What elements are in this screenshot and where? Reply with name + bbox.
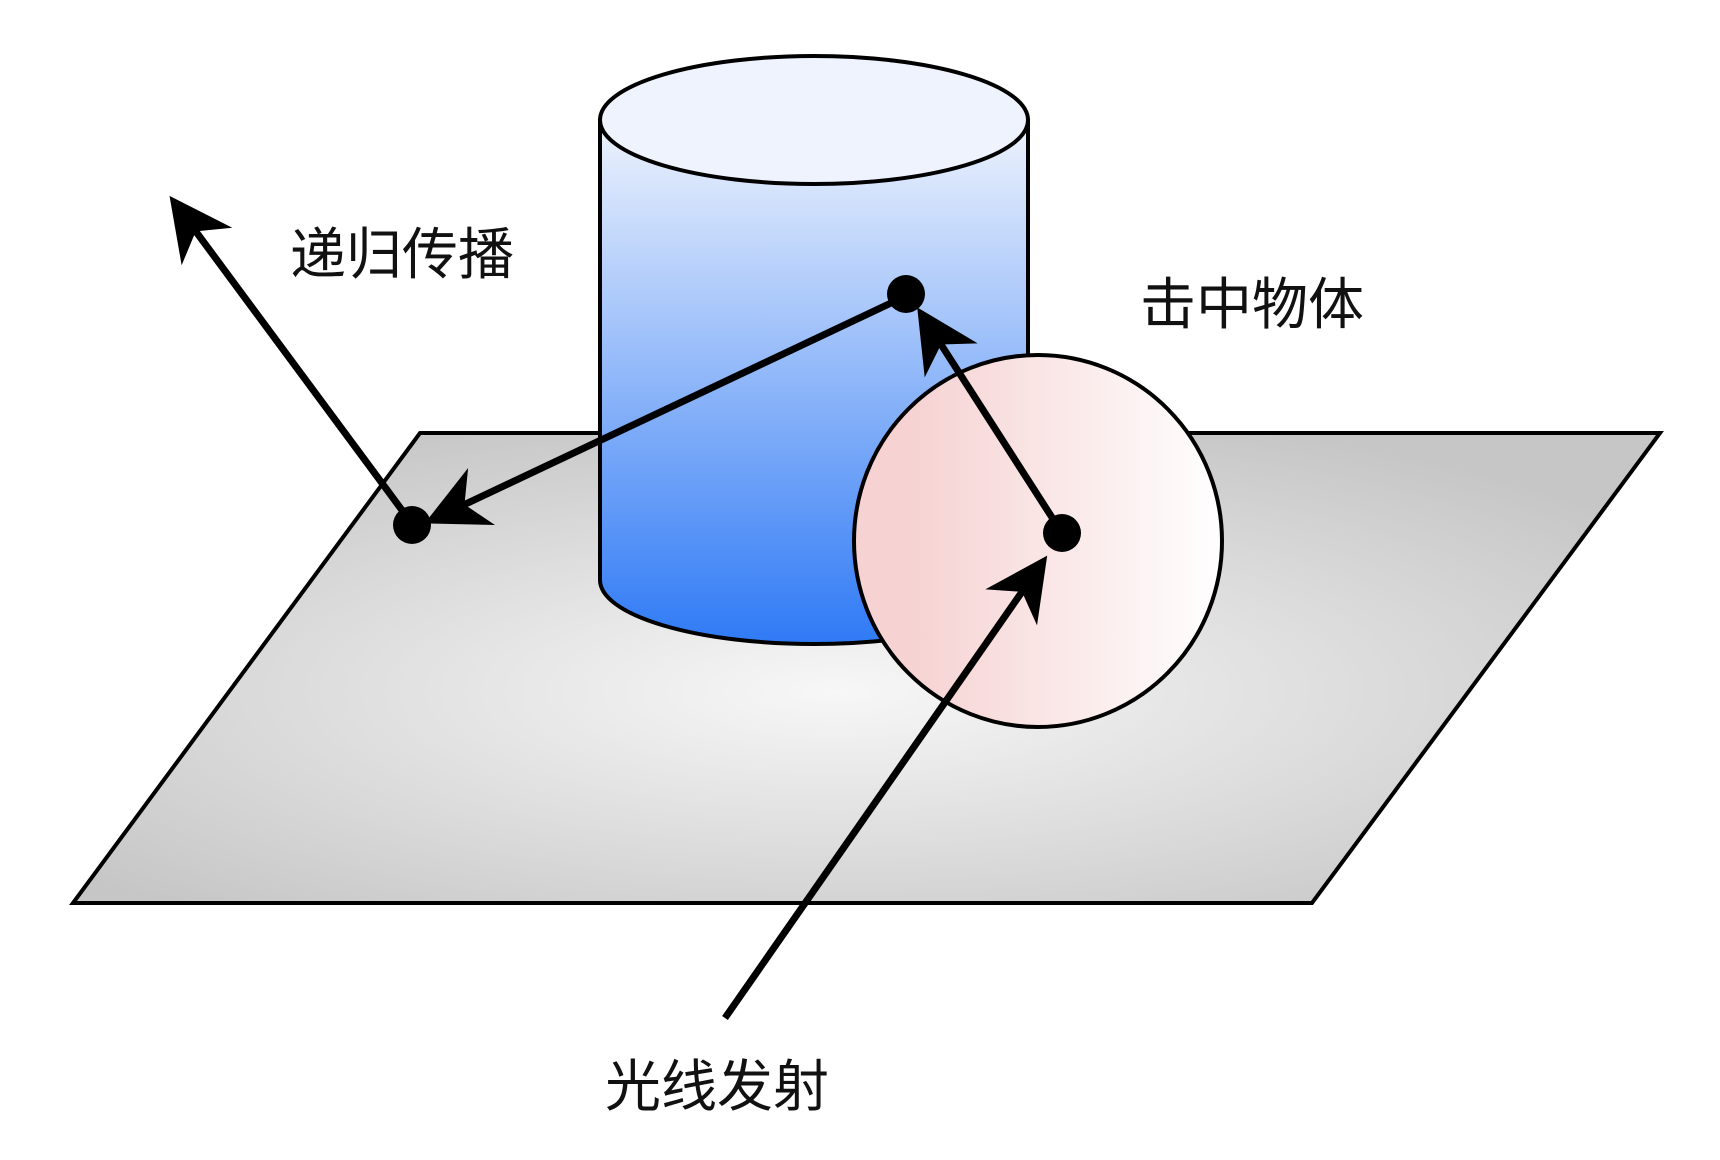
ground-plane: [69, 431, 1664, 905]
hit-point-plane: [393, 506, 431, 544]
ray-to-plane-arrow: [424, 292, 908, 525]
hit-object-label: 击中物体: [1140, 273, 1364, 338]
recursive-propagation-arrow: [169, 195, 413, 524]
ray-emission-arrow: [722, 555, 1048, 1021]
ray-emission-label: 光线发射: [605, 1055, 829, 1120]
sphere: [852, 353, 1224, 729]
ray-to-cylinder-arrow: [917, 307, 1065, 535]
hit-point-sphere: [1043, 514, 1081, 552]
cylinder-top: [598, 54, 1030, 186]
recursive-propagation-label: 递归传播: [290, 223, 514, 288]
hit-point-cylinder: [887, 275, 925, 313]
